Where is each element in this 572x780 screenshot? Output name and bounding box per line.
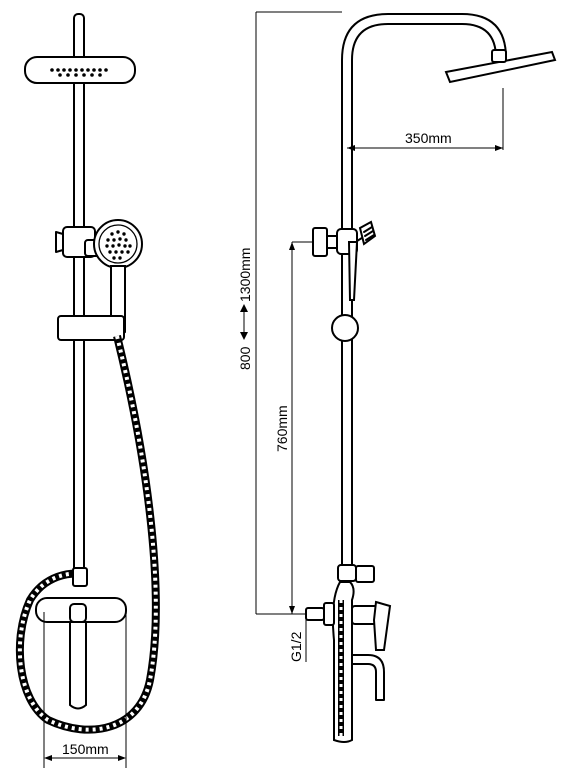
height-dimension bbox=[240, 11, 342, 615]
height-min-label: 800 bbox=[237, 346, 253, 370]
slider-height-label: 760mm bbox=[274, 405, 290, 452]
side-holder bbox=[331, 314, 359, 342]
mixer-body bbox=[35, 597, 127, 710]
front-view: 150mm bbox=[16, 13, 160, 768]
overhead-shower-head bbox=[24, 56, 136, 84]
connector-nut bbox=[72, 567, 88, 587]
holder-block bbox=[57, 315, 125, 341]
slider-height-dimension bbox=[289, 241, 313, 614]
thread-label: G1/2 bbox=[288, 631, 304, 662]
inlet-connection bbox=[305, 602, 335, 662]
height-max-label: 1300mm bbox=[237, 248, 253, 302]
side-mixer bbox=[331, 581, 392, 743]
width-label: 150mm bbox=[62, 741, 109, 757]
side-hand-shower bbox=[347, 220, 377, 301]
side-shower-head bbox=[444, 50, 557, 84]
arm-length-dimension bbox=[347, 88, 504, 151]
arm-length-label: 350mm bbox=[405, 130, 452, 146]
side-diverter bbox=[337, 564, 375, 583]
width-dimension bbox=[43, 612, 127, 768]
shower-arm bbox=[341, 13, 507, 566]
side-view: 350mm 800 1300mm bbox=[237, 11, 557, 743]
hose bbox=[16, 335, 160, 734]
riser-top bbox=[73, 13, 85, 61]
